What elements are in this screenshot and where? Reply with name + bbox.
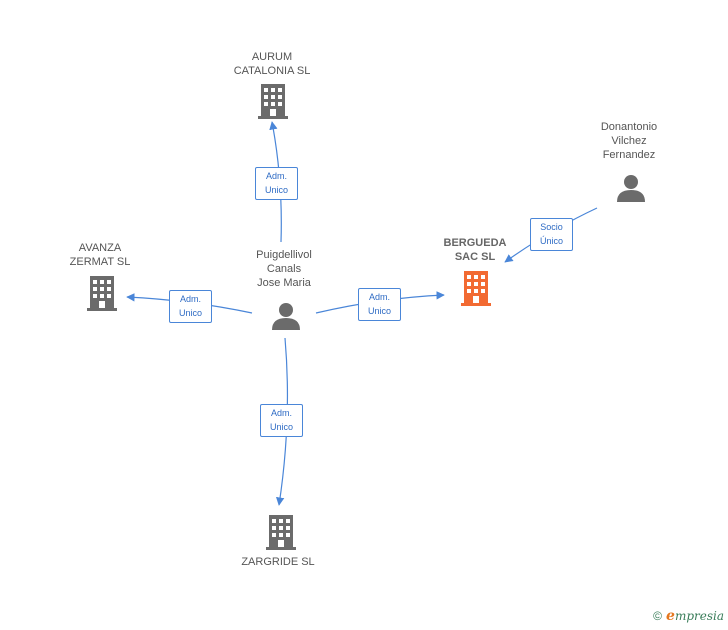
node-label-avanza[interactable]: AVANZA ZERMAT SL [69,242,131,268]
person-icon[interactable] [617,175,645,202]
edge-label-to-avanza[interactable]: Adm. Unico [169,290,212,323]
brand-name: mpresia [674,609,724,623]
brand-footer[interactable]: ©empresia [653,608,724,624]
building-icon[interactable] [87,276,117,311]
node-label-aurum[interactable]: AURUM CATALONIA SL [233,51,311,77]
person-icon[interactable] [272,303,300,330]
edge-label-to-bergueda[interactable]: Adm. Unico [358,288,401,321]
building-icon[interactable] [258,84,288,119]
node-label-donantonio[interactable]: Donantonio Vilchez Fernandez [600,121,658,161]
edge-label-to-zargride[interactable]: Adm. Unico [260,404,303,437]
node-label-zargride[interactable]: ZARGRIDE SL [241,556,315,568]
brand-logo-e: e [666,608,675,624]
node-label-bergueda[interactable]: BERGUEDA SAC SL [443,237,507,263]
building-icon-highlight[interactable] [461,271,491,306]
node-label-puigdellivol[interactable]: Puigdellivol Canals Jose Maria [256,249,312,289]
edge-label-donantonio-to-bergueda[interactable]: Socio Único [530,218,573,251]
copyright-symbol: © [653,609,663,623]
edge-label-to-aurum[interactable]: Adm. Unico [255,167,298,200]
building-icon[interactable] [266,515,296,550]
